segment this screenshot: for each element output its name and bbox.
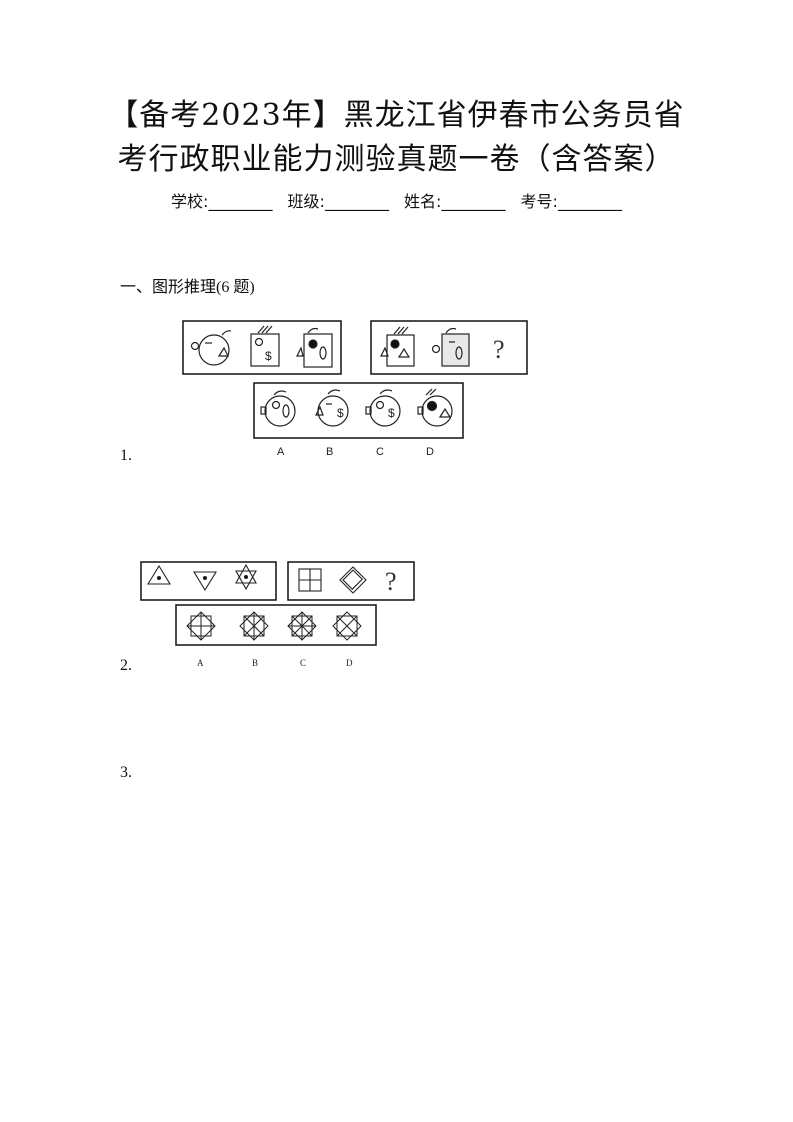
q2-option-c-figure [287, 611, 317, 641]
document-title-line-2: 考行政职业能力测验真题一卷（含答案） [117, 142, 676, 177]
q1-stem-face-square-dollar: $ [250, 325, 280, 367]
exam-number-field[interactable]: 考号:________ [520, 192, 622, 211]
q1-option-c-figure: $ [365, 389, 401, 427]
q1-option-d-label[interactable]: D [426, 446, 434, 458]
q2-option-a-label[interactable]: A [197, 658, 204, 668]
school-field[interactable]: 学校:________ [171, 192, 273, 211]
q1-stem-face-circle [190, 330, 232, 366]
q2-figure: ? A B C D [140, 561, 415, 668]
q1-stem-box-left [182, 320, 342, 375]
q2-stem-star-of-david [235, 563, 257, 591]
question-3-number: 3. [120, 764, 132, 781]
q2-option-b-label[interactable]: B [252, 658, 258, 668]
q1-option-b-figure: $ [315, 389, 349, 427]
q2-stem-diamond-cross [339, 566, 367, 594]
q2-option-b-figure [239, 611, 269, 641]
q2-option-a-figure [186, 611, 216, 641]
q2-options-box [175, 604, 377, 646]
question-1-number: 1. [120, 447, 132, 464]
question-2-number: 2. [120, 657, 132, 674]
q2-stem-box-left [140, 561, 277, 601]
svg-text:$: $ [337, 406, 344, 420]
name-field[interactable]: 姓名:________ [404, 192, 506, 211]
q1-stem-face-square-dot [380, 326, 415, 367]
q1-stem-face-square-zero [296, 327, 333, 368]
svg-text:$: $ [265, 349, 272, 363]
q2-stem-triangle-up [147, 564, 171, 585]
q1-option-a-label[interactable]: A [277, 446, 285, 458]
q1-option-d-figure [417, 388, 453, 427]
q2-stem-triangle-down [193, 571, 217, 592]
q1-options-box [253, 382, 464, 439]
q2-stem-square-cross [298, 568, 322, 592]
document-title-line-1: 【备考2023年】黑龙江省伊春市公务员省 [108, 98, 685, 133]
q1-option-a-figure [260, 390, 296, 427]
svg-text:$: $ [388, 406, 395, 420]
q1-stem-face-square-dash [431, 327, 470, 367]
q1-figure: $ ? [182, 320, 528, 458]
q2-stem-box-right [287, 561, 415, 601]
class-field[interactable]: 班级:________ [287, 192, 389, 211]
q2-option-d-label[interactable]: D [346, 658, 353, 668]
student-info-line: 学校:________ 班级:________ 姓名:________ 考号:_… [0, 188, 793, 212]
q2-option-d-figure [332, 611, 362, 641]
q1-option-b-label[interactable]: B [326, 446, 333, 458]
q2-question-mark: ? [385, 567, 397, 596]
q2-option-c-label[interactable]: C [300, 658, 306, 668]
q1-stem-box-right [370, 320, 528, 375]
q1-question-mark: ? [493, 335, 505, 364]
q1-option-c-label[interactable]: C [376, 446, 384, 458]
section-heading: 一、图形推理(6 题) [120, 279, 255, 296]
